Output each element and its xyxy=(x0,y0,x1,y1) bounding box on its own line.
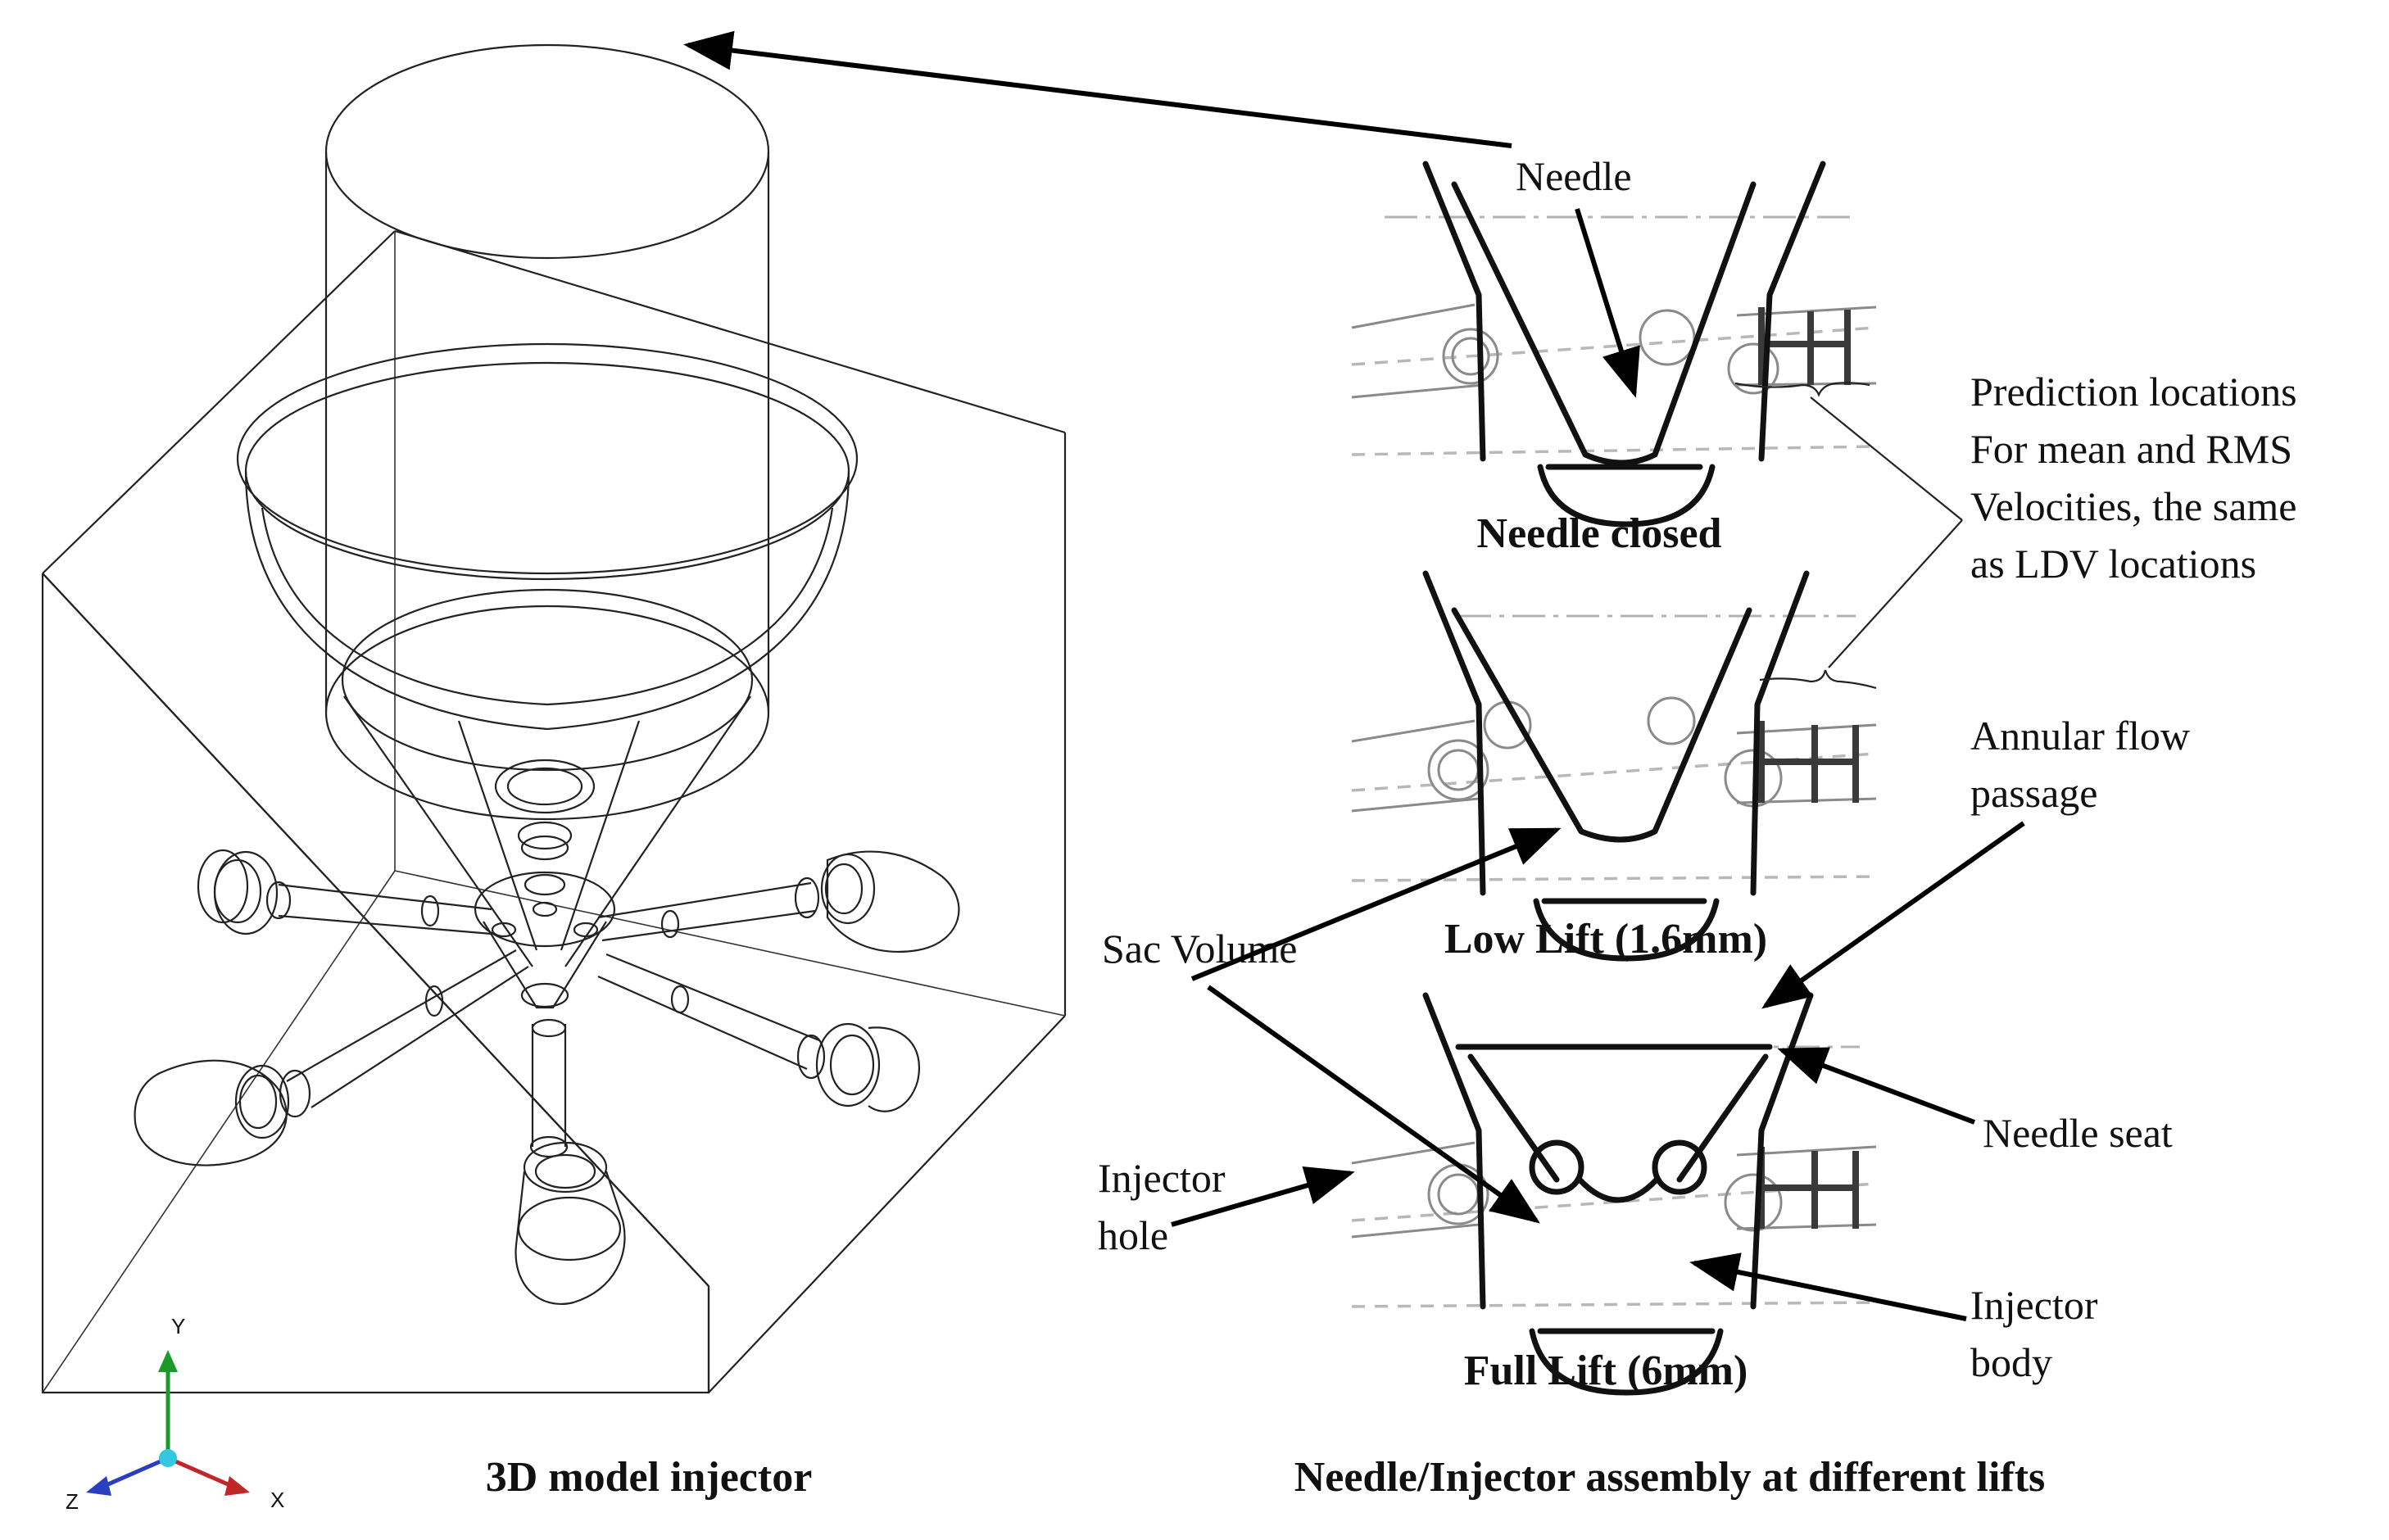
sac-arrow-full xyxy=(1207,985,1540,1224)
axis-triad: Y X Z xyxy=(66,1314,284,1514)
caption-needle-closed: Needle closed xyxy=(1477,510,1722,557)
left-panel-caption: 3D model injector xyxy=(486,1454,813,1501)
needle-closed-arrow xyxy=(1575,208,1640,398)
sac-arrow-low xyxy=(1190,827,1562,981)
prediction-leader-1 xyxy=(1810,396,1963,521)
axis-x-label: X xyxy=(270,1488,284,1512)
right-panel-caption: Needle/Injector assembly at different li… xyxy=(1294,1454,2046,1501)
needle-pointer-arrow xyxy=(683,30,1512,148)
label-injector-hole: Injector hole xyxy=(1098,1155,1235,1258)
annotations: Needle Prediction locations For mean and… xyxy=(683,30,2307,1385)
axis-z-label: Z xyxy=(66,1489,79,1514)
caption-low-lift: Low Lift (1.6mm) xyxy=(1444,916,1767,962)
x-axis-arrow-icon xyxy=(224,1476,250,1496)
injector-hole-arrow xyxy=(1171,1166,1355,1227)
label-needle: Needle xyxy=(1516,153,1632,199)
label-annular: Annular flow passage xyxy=(1970,713,2201,816)
label-prediction: Prediction locations For mean and RMS Ve… xyxy=(1970,369,2307,587)
caption-full-lift: Full Lift (6mm) xyxy=(1464,1348,1748,1394)
brace-low xyxy=(1759,669,1877,690)
annular-arrow xyxy=(1761,821,2025,1009)
housing-box xyxy=(41,229,1067,1394)
nozzle-holes xyxy=(134,849,960,1305)
z-axis-arrow-icon xyxy=(86,1476,111,1496)
prediction-leader-2 xyxy=(1828,519,1963,668)
brace-closed xyxy=(1734,382,1870,397)
needle-seat-arrow xyxy=(1777,1047,1976,1125)
y-axis-arrow-icon xyxy=(158,1350,178,1372)
injector-body-arrow xyxy=(1689,1252,1967,1321)
injector-bowl xyxy=(236,342,859,967)
panel-low-lift: Low Lift (1.6mm) xyxy=(1351,570,1877,962)
axis-y-label: Y xyxy=(171,1314,185,1338)
3d-injector-model xyxy=(41,43,1067,1394)
label-needle-seat: Needle seat xyxy=(1983,1110,2173,1156)
needle-cylinder xyxy=(324,43,770,821)
label-injector-body: Injector body xyxy=(1970,1282,2108,1385)
panel-needle-closed: Needle closed xyxy=(1351,161,1877,557)
panel-full-lift: Full Lift (6mm) xyxy=(1351,992,1877,1396)
origin-icon xyxy=(159,1449,177,1467)
sac-center xyxy=(474,759,616,1009)
